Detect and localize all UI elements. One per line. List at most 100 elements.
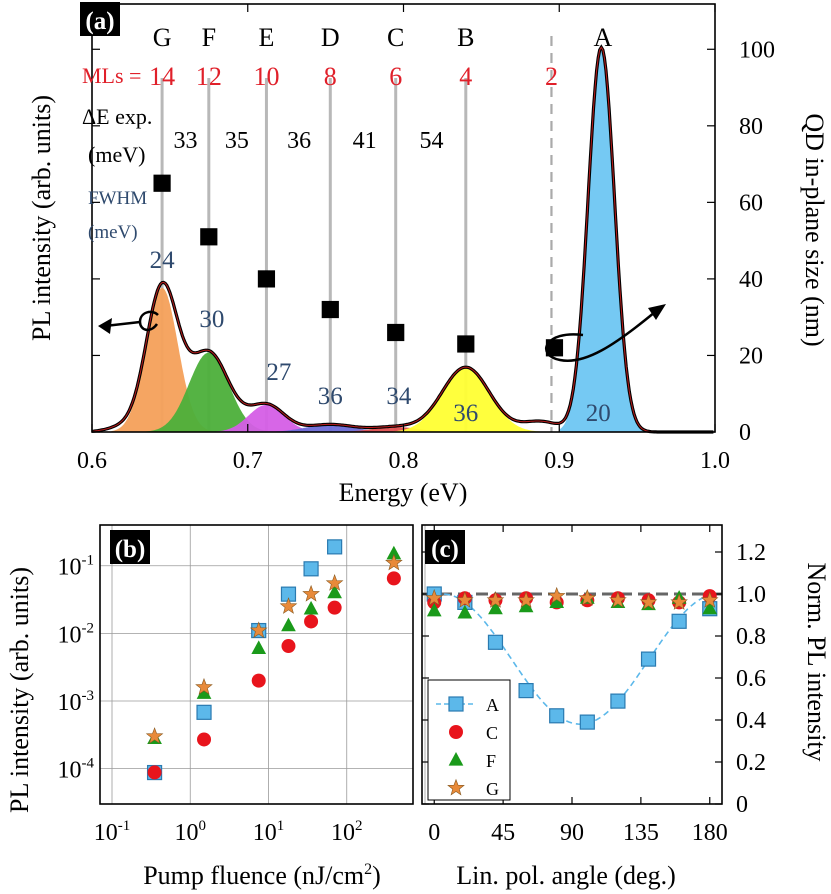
fwhm-label: 27 bbox=[266, 359, 291, 386]
x-tick-label-c: 90 bbox=[560, 820, 584, 846]
point-F bbox=[457, 604, 473, 619]
x-tick-label: 0.6 bbox=[77, 448, 107, 474]
peak-letter-C: C bbox=[387, 23, 404, 52]
size-point-G bbox=[153, 174, 171, 192]
point-F bbox=[281, 617, 296, 632]
peak-letter-A: A bbox=[593, 23, 612, 52]
legend-box bbox=[427, 679, 511, 801]
x-tick-label-c: 135 bbox=[623, 820, 659, 846]
peak-fills bbox=[111, 47, 644, 433]
size-point-C bbox=[387, 323, 405, 342]
delta-e-unit: (meV) bbox=[88, 142, 145, 167]
point-G bbox=[385, 553, 403, 571]
peak-fill-B bbox=[389, 367, 542, 432]
panel-c-tag-bg bbox=[425, 530, 465, 564]
point-G bbox=[547, 586, 566, 604]
series-G-c bbox=[425, 586, 719, 610]
panel-a-tag-bg bbox=[80, 2, 120, 36]
right-axis-arrowhead bbox=[648, 304, 666, 320]
fwhm-header: FWHM bbox=[88, 188, 147, 209]
x-axis-label-b: Pump fluence (nJ/cm2) bbox=[143, 861, 381, 890]
point-F bbox=[488, 600, 503, 615]
x-tick-label-c: 0 bbox=[428, 820, 440, 846]
x-tick-label: 0.9 bbox=[544, 448, 574, 474]
point-A bbox=[671, 613, 687, 629]
ml-header: MLs = bbox=[82, 63, 141, 88]
y-tick-label-c: 0.2 bbox=[736, 750, 766, 776]
point-A bbox=[610, 693, 626, 709]
point-F bbox=[303, 600, 319, 615]
point-A bbox=[518, 682, 534, 699]
left-axis-arrowhead bbox=[98, 318, 112, 334]
y-tick-label-c: 0.4 bbox=[736, 708, 766, 734]
y2-axis-label: QD in-plane size (nm) bbox=[800, 113, 829, 346]
peak-letter-F: F bbox=[202, 23, 216, 52]
y-tick-label-b: 10-3 bbox=[58, 688, 95, 716]
x-tick-label-b: 101 bbox=[253, 818, 285, 846]
panel-b-frame bbox=[99, 524, 414, 805]
y-tick-label-c: 1.0 bbox=[736, 582, 766, 608]
point-G bbox=[145, 727, 164, 744]
point-G bbox=[609, 591, 627, 608]
legend-marker-C bbox=[449, 725, 463, 739]
point-C bbox=[304, 614, 319, 629]
y-axis-label-b: PL intensity (arb. units) bbox=[5, 567, 34, 813]
series-G-b bbox=[145, 553, 403, 744]
size-markers bbox=[153, 174, 564, 357]
point-G bbox=[325, 574, 344, 591]
panel-c-tag: (c) bbox=[431, 536, 459, 563]
y2-tick-label: 20 bbox=[739, 343, 763, 369]
ml-count-A: 2 bbox=[545, 62, 558, 91]
y2-tick-label: 100 bbox=[739, 37, 775, 63]
point-C bbox=[327, 600, 342, 615]
point-G bbox=[639, 593, 658, 610]
fwhm-label: 34 bbox=[386, 383, 412, 410]
point-G bbox=[195, 677, 213, 695]
fit-line-a bbox=[434, 593, 711, 726]
legend-label-G: G bbox=[486, 779, 499, 799]
x-tick-label-b: 102 bbox=[331, 818, 363, 846]
point-F bbox=[386, 545, 402, 560]
delta-e-label: 54 bbox=[420, 128, 444, 154]
peak-fill-A bbox=[559, 47, 644, 433]
point-F bbox=[702, 600, 718, 615]
panel-b-tag: (b) bbox=[115, 536, 146, 563]
panel-a-tag: (a) bbox=[85, 8, 114, 35]
fwhm-label: 20 bbox=[586, 400, 611, 427]
point-F bbox=[426, 602, 442, 617]
ml-count-E: 10 bbox=[253, 62, 279, 91]
x-tick-label: 0.8 bbox=[389, 448, 419, 474]
x-tick-label-b: 100 bbox=[175, 818, 207, 846]
point-A bbox=[327, 539, 343, 555]
size-point-D bbox=[321, 300, 339, 319]
series-C-b bbox=[147, 571, 401, 780]
y2-tick-label: 60 bbox=[739, 190, 763, 216]
peak-letter-B: B bbox=[457, 23, 474, 52]
panel-b: Pump fluence (nJ/cm2) PL intensity (arb. … bbox=[5, 524, 426, 890]
point-A bbox=[303, 561, 319, 577]
size-point-B bbox=[457, 335, 475, 353]
point-C bbox=[386, 571, 401, 586]
y-tick-label-b: 10-2 bbox=[58, 620, 95, 648]
point-G bbox=[700, 591, 719, 608]
delta-e-label: 35 bbox=[225, 128, 249, 154]
panel-b-bg bbox=[100, 525, 413, 804]
y-tick-label-c: 0 bbox=[736, 792, 748, 818]
point-C bbox=[251, 673, 266, 688]
fwhm-label: 36 bbox=[318, 383, 343, 410]
size-point-E bbox=[257, 270, 276, 288]
peak-letter-D: D bbox=[321, 23, 340, 52]
peak-fill-E bbox=[209, 404, 324, 432]
x-tick-label: 0.7 bbox=[233, 448, 263, 474]
point-F bbox=[251, 640, 267, 654]
delta-e-label: 36 bbox=[287, 128, 311, 154]
point-G bbox=[302, 584, 320, 602]
y2-tick-label: 80 bbox=[739, 114, 763, 140]
delta-e-header: ΔE exp. bbox=[82, 104, 152, 129]
x-tick-label-b: 10-1 bbox=[94, 818, 131, 846]
point-C bbox=[147, 765, 162, 780]
